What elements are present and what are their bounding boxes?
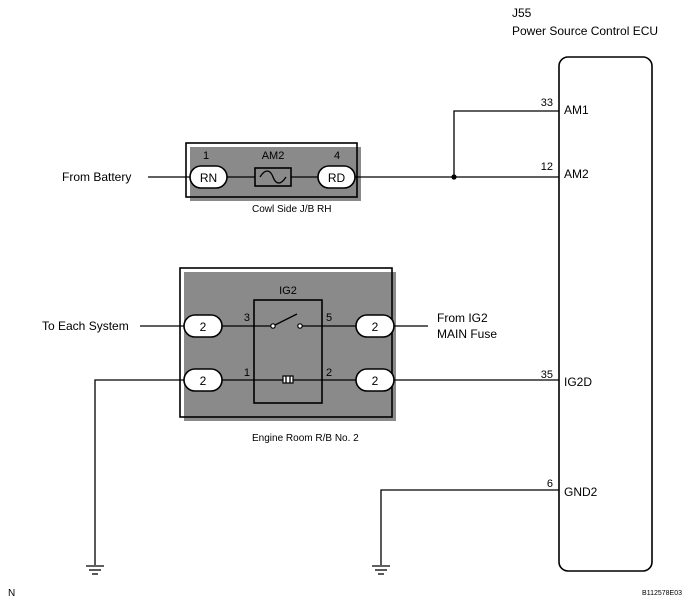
cowl-jb-box [185, 142, 358, 198]
am1-wire [453, 110, 559, 177]
cowl-left-pin: 1 [203, 150, 209, 162]
relay-pin-1: 1 [244, 367, 250, 379]
ecu-pin-am1: AM1 [564, 103, 589, 117]
cowl-left-connector-label: RN [200, 171, 217, 185]
footer-code: B112578E03 [642, 590, 682, 597]
relay-block-box [179, 267, 393, 418]
switch-blade-icon [274, 313, 298, 326]
to-each-system-label: To Each System [42, 319, 129, 333]
fuse-element-icon [259, 170, 287, 184]
from-ig2-label: From IG2 [437, 311, 488, 325]
from-ig2-main-fuse-label: MAIN Fuse [437, 327, 497, 341]
ecu-id: J55 [512, 6, 532, 20]
footer-orientation: N [8, 588, 15, 599]
ecu-pin-num-12: 12 [541, 161, 553, 173]
ig2-relay-label: IG2 [279, 285, 297, 297]
gnd2-wire [380, 489, 559, 565]
ecu-pin-ig2d: IG2D [564, 375, 592, 389]
cowl-jb-label: Cowl Side J/B RH [252, 204, 331, 215]
ecu-pin-am2: AM2 [564, 167, 589, 181]
relay-block-label: Engine Room R/B No. 2 [252, 433, 359, 444]
cowl-right-connector-label: RD [328, 171, 346, 185]
connector-br-label: 2 [372, 374, 379, 388]
relay-coil-icon [282, 375, 294, 384]
relay-block-shadow [184, 272, 396, 421]
from-battery-label: From Battery [62, 170, 131, 184]
ig2-relay-box [253, 299, 323, 404]
cowl-fuse-label: AM2 [262, 150, 285, 162]
relay-pin-5: 5 [326, 312, 332, 324]
ground-icon [86, 565, 104, 575]
connector-tr-label: 2 [372, 320, 379, 334]
ground-icon [372, 565, 390, 575]
relay-pin-3: 3 [244, 312, 250, 324]
ecu-body [558, 56, 653, 572]
ecu-name: Power Source Control ECU [512, 24, 658, 38]
relay-pin-2: 2 [326, 367, 332, 379]
connector-bl-label: 2 [200, 374, 207, 388]
connector-tl-label: 2 [200, 320, 207, 334]
ecu-pin-num-33: 33 [541, 97, 553, 109]
switch-contact-right [297, 323, 303, 329]
ecu-pin-gnd2: GND2 [564, 485, 598, 499]
coil-ground-wire [94, 379, 184, 565]
ecu-pin-num-6: 6 [547, 478, 553, 490]
cowl-right-pin: 4 [334, 150, 340, 162]
switch-contact-left [270, 323, 276, 329]
ecu-pin-num-35: 35 [541, 369, 553, 381]
